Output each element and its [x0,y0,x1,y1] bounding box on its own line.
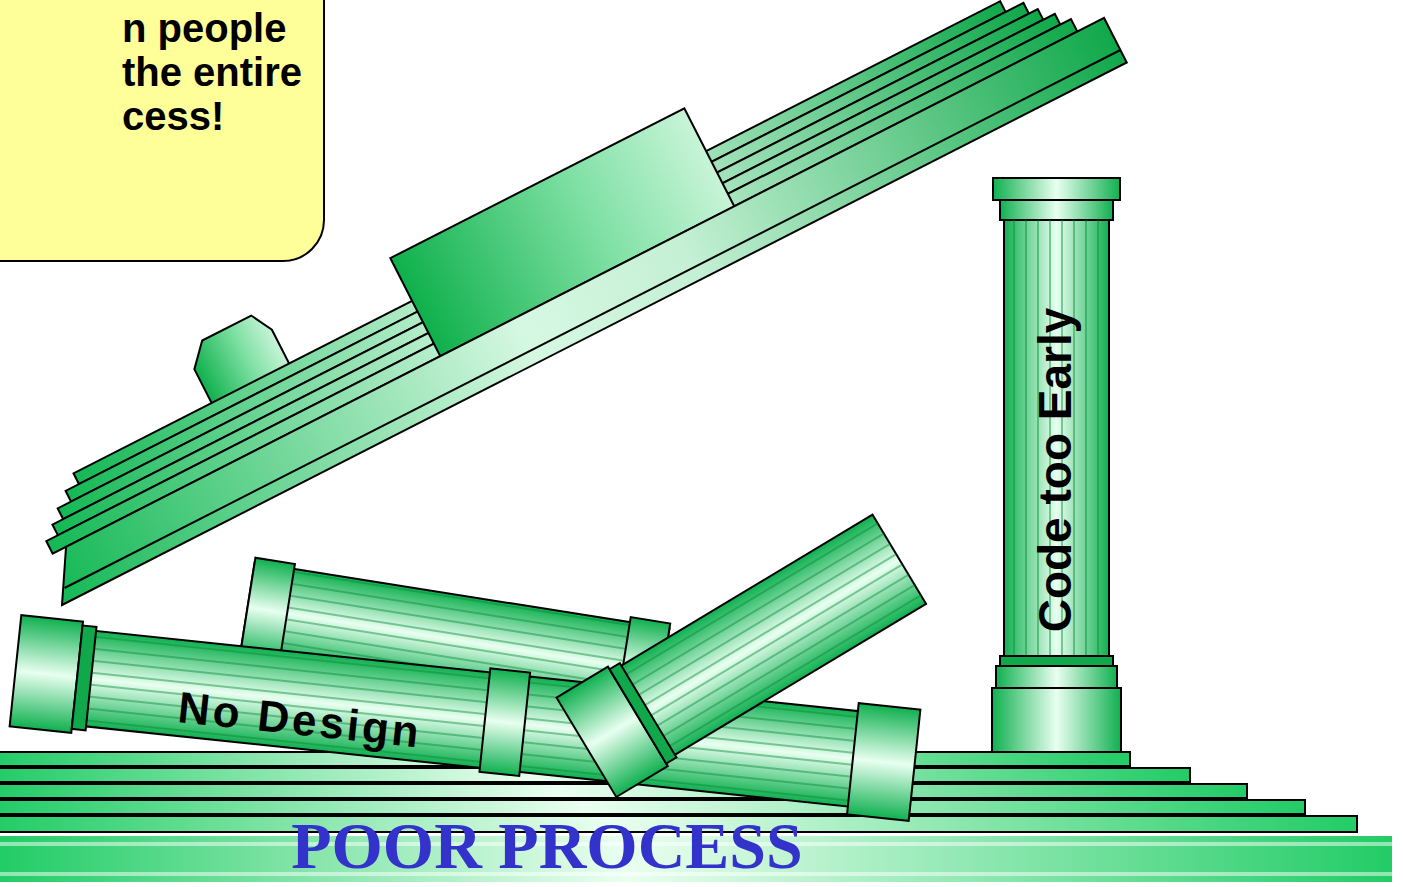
column-label: No Design [176,683,424,757]
foundation-label: POOR PROCESS [291,813,803,879]
standing-pillar: Code too Early [1000,265,1110,675]
callout-box: n people the entire cess! [0,0,325,262]
pillar-label: Code too Early [1030,308,1081,633]
callout-text: n people the entire cess! [122,6,322,138]
fallen-column: No Design [150,660,450,780]
